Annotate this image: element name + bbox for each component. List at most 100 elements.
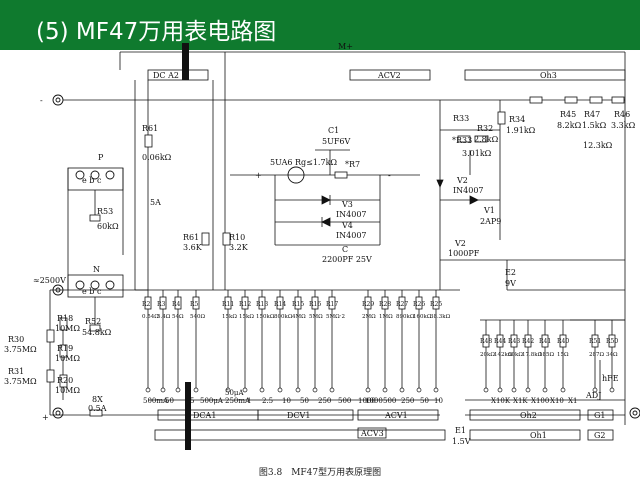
label-minus-sign: - (388, 171, 391, 180)
label-r34: R34 (509, 115, 525, 124)
label-r18-value: 10MΩ (55, 324, 80, 333)
label-r34-value: 1.91kΩ (506, 126, 536, 135)
resistor-value: 540Ω (190, 314, 205, 320)
label-acv3: ACV3 (360, 429, 384, 438)
resistor-value: 17.8kΩ (522, 352, 543, 358)
label-oh2: Oh2 (520, 411, 537, 420)
label-r32-value: 2.8kΩ (474, 135, 499, 144)
label-plus: + (255, 171, 262, 180)
label-p-ebc: e b c (82, 176, 102, 185)
resistor-name: R17 (326, 301, 338, 308)
label-dcv1: DCV1 (287, 411, 310, 420)
label-12k: 12.3kΩ (583, 141, 613, 150)
resistor-value: 2MΩ (362, 314, 376, 320)
scale-label-oh: X10 (550, 397, 564, 405)
scale-label-dca: 50 (165, 397, 174, 405)
label-v2a: V2 (456, 176, 468, 185)
label-r10: R10 (229, 233, 245, 242)
label-r52: R52 (85, 317, 101, 326)
label-e2: E2 (505, 268, 516, 277)
scale-label-oh: X1K (513, 397, 528, 405)
resistor-name: R15 (292, 301, 304, 308)
resistor-value: 34Ω (606, 352, 618, 358)
label-oh3: Oh3 (540, 71, 557, 80)
label-adj: ADJ (585, 391, 601, 400)
label-r31: R31 (8, 367, 24, 376)
label-r61a-value: 0.06kΩ (142, 153, 172, 162)
label-r30: R30 (8, 335, 24, 344)
label-r46: R46 (614, 110, 630, 119)
label-v1: V1 (483, 206, 495, 215)
label-r53: R53 (97, 207, 113, 216)
label-v3-value: IN4007 (336, 210, 367, 219)
label-meter: 5UA6 Rg≤1.7kΩ (270, 158, 337, 167)
label-dca2: DC A2 (153, 71, 179, 80)
resistor-name: R40 (557, 338, 569, 345)
resistor-value: 890kΩ (396, 314, 415, 320)
scale-label-dcv: 1000 (358, 397, 376, 405)
figure-caption: 图3.8 MF47型万用表原理图 (258, 468, 382, 478)
resistor-value: 15kΩ (239, 314, 254, 320)
label-e1: E1 (455, 426, 466, 435)
scale-label-oh: X100 (531, 397, 549, 405)
resistor-name: R44 (494, 338, 506, 345)
label-v1-value: 2AP9 (480, 217, 501, 226)
slide-title: (5) MF47万用表电路图 (36, 19, 277, 45)
label-05a: 0.5A (88, 404, 107, 413)
resistor-name: R3 (157, 301, 166, 308)
resistor-name: R5 (190, 301, 199, 308)
resistor-value: 60kΩ (508, 352, 523, 358)
resistor-name: R27 (396, 301, 408, 308)
resistor-name: R16 (309, 301, 321, 308)
label-acv1: ACV1 (384, 411, 408, 420)
label-e2-value: 9V (505, 279, 516, 288)
label-r33: R33 (453, 114, 469, 123)
label-c1: C1 (328, 126, 339, 135)
resistor-value: 800kΩ (274, 314, 293, 320)
label-8x: 8X (92, 395, 103, 404)
scale-label-dcv: 250 (318, 397, 331, 405)
resistor-value: 38.3kΩ (430, 314, 451, 320)
resistor-value: 150kΩ (256, 314, 275, 320)
resistor-name: R13 (256, 301, 268, 308)
scale-label-acv: 50 (420, 397, 429, 405)
label-g1: G1 (594, 411, 605, 420)
label-minus: - (40, 96, 43, 105)
label-r30-value: 3.75MΩ (4, 345, 37, 354)
label-r19: R19 (57, 344, 73, 353)
label-r18: R18 (57, 314, 73, 323)
label-e1-value: 1.5V (452, 437, 471, 446)
scale-label-dca: 250mA (225, 397, 251, 405)
resistor-name: R14 (274, 301, 286, 308)
label-p: P (98, 153, 104, 162)
scale-label-dca: 500mA (143, 397, 169, 405)
label-acv2: ACV2 (377, 71, 401, 80)
label-plus-terminal: + (42, 413, 49, 422)
resistor-value: 20kΩ (480, 352, 495, 358)
resistor-value: 15kΩ (222, 314, 237, 320)
label-oh1: Oh1 (530, 431, 547, 440)
resistor-value: 185Ω (539, 352, 554, 358)
label-r47: R47 (584, 110, 600, 119)
label-5a: 5A (150, 198, 161, 207)
label-r53-value: 60kΩ (97, 222, 119, 231)
label-r46-value: 3.3kΩ (611, 121, 636, 130)
scale-label-acv: 500 (383, 397, 396, 405)
label-r33s: *R33 (452, 136, 472, 145)
slide-header: (5) MF47万用表电路图 (0, 0, 640, 50)
resistor-name: R42 (522, 338, 534, 345)
resistor-value: 1MΩ (379, 314, 393, 320)
label-dca1: DCA1 (193, 411, 216, 420)
label-r47-value: 1.5kΩ (582, 121, 607, 130)
label-c: C (342, 245, 348, 254)
label-v2b: V2 (454, 239, 466, 248)
scale-label-dcv: 1 (247, 397, 251, 405)
label-v2b-value: 1000PF (448, 249, 480, 258)
scale-label-acv: 250 (401, 397, 414, 405)
label-r19-value: 10MΩ (55, 354, 80, 363)
resistor-value: 0.54Ω (142, 314, 159, 320)
label-r31-value: 3.75MΩ (4, 377, 37, 386)
label-n: N (93, 265, 100, 274)
label-v3: V3 (341, 200, 353, 209)
